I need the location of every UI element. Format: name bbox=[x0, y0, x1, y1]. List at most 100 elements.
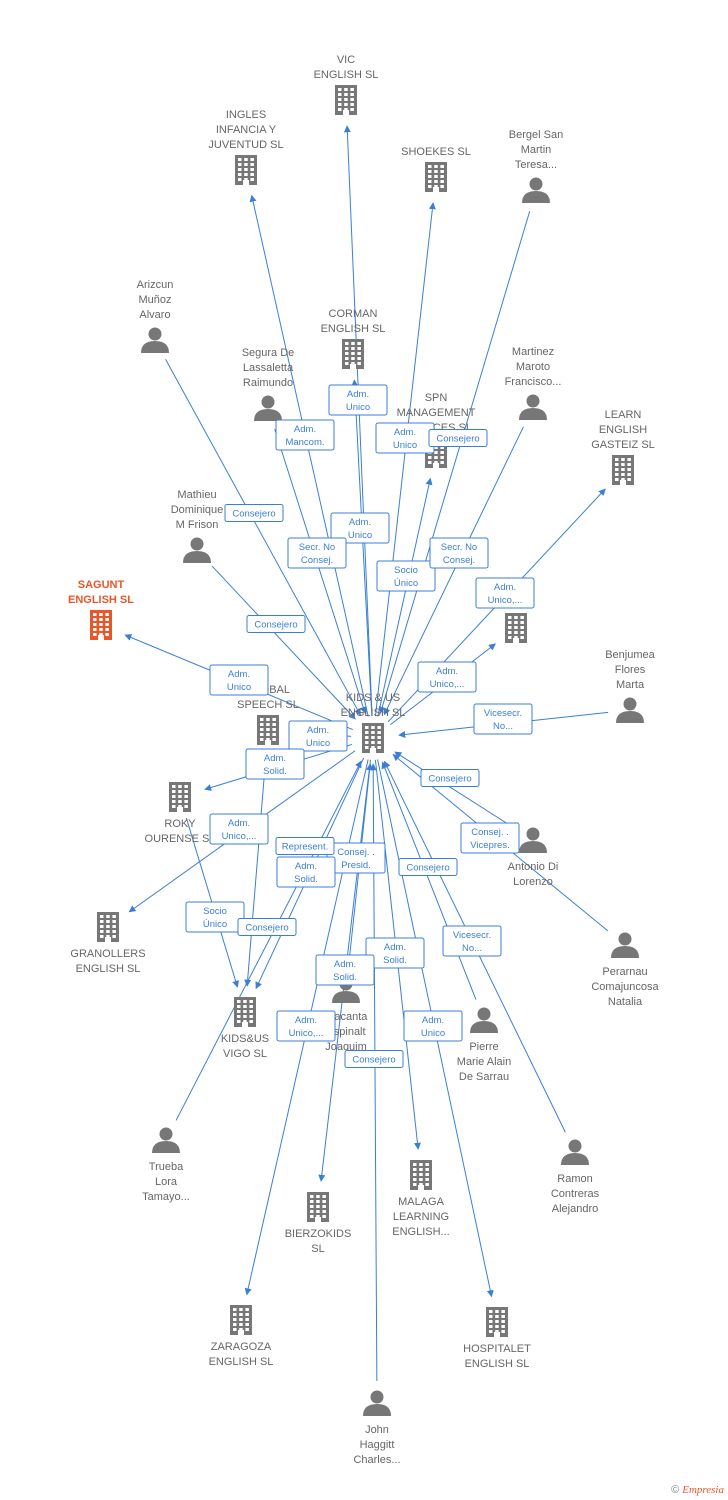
node-label: HOSPITALET bbox=[463, 1343, 531, 1355]
node-label: Alacanta bbox=[325, 1011, 369, 1023]
building-icon bbox=[425, 162, 447, 192]
node-john[interactable]: JohnHaggittCharles... bbox=[353, 1390, 401, 1467]
node-label: Francisco... bbox=[505, 376, 562, 388]
node-label: Contreras bbox=[551, 1188, 600, 1200]
role-label: Consejero bbox=[352, 1055, 395, 1066]
role-badge-consej-vicepres[interactable]: Consej. .Vicepres. bbox=[460, 822, 520, 854]
edge-center-to-vic bbox=[343, 125, 373, 717]
node-shoekes[interactable]: SHOEKES SL bbox=[401, 146, 471, 192]
node-label: Haggitt bbox=[360, 1439, 395, 1451]
node-label: ENGLISH SL bbox=[68, 594, 134, 606]
node-label: Maroto bbox=[516, 361, 550, 373]
role-badge-adm-unico[interactable]: Adm. Unico bbox=[209, 664, 269, 696]
role-badge-consejero[interactable]: Consejero bbox=[246, 615, 306, 633]
node-sagunt[interactable]: SAGUNT ENGLISH SL bbox=[68, 579, 134, 640]
role-badge-consejero[interactable]: Consejero bbox=[224, 504, 284, 522]
role-badge-consej-presid[interactable]: Consej. .Presid. bbox=[326, 842, 386, 874]
role-label: Unico bbox=[393, 440, 417, 451]
node-label: INFANCIA Y bbox=[216, 124, 277, 136]
role-label: Adm. bbox=[307, 725, 329, 736]
role-badge-consejero[interactable]: Consejero bbox=[428, 429, 488, 447]
role-badge-adm-solid[interactable]: Adm.Solid. bbox=[276, 856, 336, 888]
role-badge-adm-unico[interactable]: Adm.Unico,... bbox=[475, 577, 535, 609]
role-label: Represent. bbox=[282, 842, 328, 853]
role-badge-consejero[interactable]: Consejero bbox=[344, 1050, 404, 1068]
node-malaga[interactable]: MALAGALEARNINGENGLISH... bbox=[392, 1160, 450, 1238]
building-icon bbox=[90, 610, 112, 640]
role-label: Unico bbox=[227, 682, 251, 693]
edge-bergel-to-center bbox=[378, 210, 531, 714]
role-badge-adm-unico[interactable]: Adm.Unico,... bbox=[209, 813, 269, 845]
node-label: Segura De bbox=[242, 347, 295, 359]
role-badge-adm-unico[interactable]: Adm.Unico bbox=[328, 384, 388, 416]
node-label: KIDS&US bbox=[221, 1033, 269, 1045]
role-label: Adm. bbox=[347, 389, 369, 400]
node-bergel[interactable]: Bergel SanMartinTeresa... bbox=[509, 129, 563, 203]
edge-center-to-shoekes bbox=[374, 202, 436, 717]
footer-brand[interactable]: © Empresia bbox=[671, 1484, 724, 1496]
node-label: GASTEIZ SL bbox=[591, 439, 655, 451]
role-label: Socio bbox=[203, 906, 227, 917]
edge-pierre-to-center bbox=[381, 761, 477, 1000]
brand-logo: Empresia bbox=[682, 1484, 724, 1496]
role-badge-adm-solid[interactable]: Adm.Solid. bbox=[365, 937, 425, 969]
role-label: Unico bbox=[306, 738, 330, 749]
role-badge-adm-solid[interactable]: Adm.Solid. bbox=[245, 748, 305, 780]
role-badge-consejero[interactable]: Consejero bbox=[237, 918, 297, 936]
role-label: Mancom. bbox=[285, 437, 324, 448]
node-label: Tamayo... bbox=[142, 1191, 190, 1203]
role-badge-consejero[interactable]: Consejero bbox=[398, 858, 458, 876]
role-label: Solid. bbox=[383, 955, 407, 966]
role-badge-represent[interactable]: Represent. bbox=[275, 837, 335, 855]
role-badge-adm-unico[interactable]: Adm. Unico bbox=[288, 720, 348, 752]
role-badge-adm-solid[interactable]: Adm.Solid. bbox=[315, 954, 375, 986]
role-badge-vicesecr-no[interactable]: Vicesecr.No... bbox=[442, 925, 502, 957]
role-badge-adm-unico[interactable]: Adm.Unico,... bbox=[417, 661, 477, 693]
role-label: Adm. bbox=[228, 669, 250, 680]
role-badge-adm-unico[interactable]: Adm. Unico bbox=[375, 422, 435, 454]
role-badge-adm-mancom[interactable]: Adm.Mancom. bbox=[275, 419, 335, 451]
building-icon bbox=[234, 997, 256, 1027]
person-icon bbox=[141, 327, 169, 353]
node-martinez[interactable]: MartinezMarotoFrancisco... bbox=[505, 346, 562, 420]
node-trueba[interactable]: TruebaLoraTamayo... bbox=[142, 1127, 190, 1204]
role-badge-adm-unico[interactable]: Adm.Unico bbox=[403, 1010, 463, 1042]
building-icon bbox=[235, 155, 257, 185]
node-label: MANAGEMENT bbox=[397, 407, 476, 419]
role-label: Adm. bbox=[394, 427, 416, 438]
role-badge-vicesecr-no[interactable]: Vicesecr.No... bbox=[473, 703, 533, 735]
node-label: ENGLISH SL bbox=[76, 963, 141, 975]
node-label: SAGUNT bbox=[78, 579, 125, 591]
role-badge-consejero[interactable]: Consejero bbox=[420, 769, 480, 787]
roles-layer: Adm.UnicoAdm.Mancom.Adm.UnicoConsejeroCo… bbox=[185, 384, 535, 1068]
node-label: Alvaro bbox=[139, 309, 170, 321]
role-label: No... bbox=[493, 721, 513, 732]
role-label: Unico,... bbox=[488, 595, 523, 606]
node-label: VIC bbox=[337, 54, 355, 66]
role-badge-adm-unico[interactable]: Adm.Unico,... bbox=[276, 1010, 336, 1042]
role-badge-adm-unico[interactable]: Adm.Unico bbox=[330, 512, 390, 544]
